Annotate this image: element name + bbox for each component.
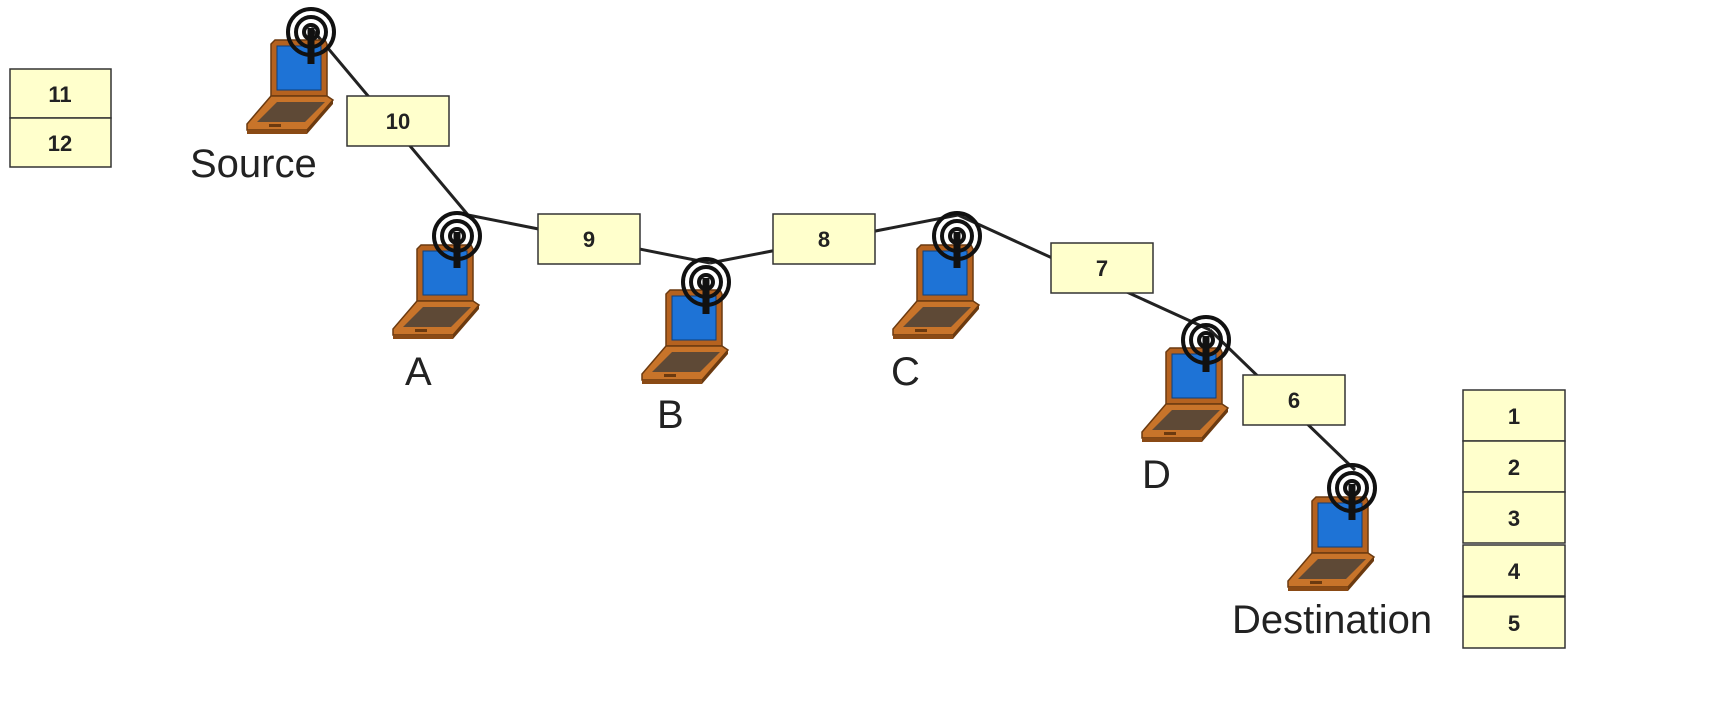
node-label-c: C bbox=[891, 350, 920, 394]
node-label-destination: Destination bbox=[1232, 598, 1432, 642]
svg-text:2: 2 bbox=[1508, 455, 1520, 480]
svg-text:3: 3 bbox=[1508, 506, 1520, 531]
queued-packet: 11 bbox=[9, 68, 112, 119]
node-label-a: A bbox=[405, 350, 432, 394]
received-packet: 4 bbox=[1462, 544, 1566, 597]
node-b: B bbox=[641, 257, 731, 437]
node-c: C bbox=[891, 211, 982, 394]
node-destination: Destination bbox=[1232, 463, 1432, 642]
svg-text:11: 11 bbox=[48, 82, 71, 107]
svg-text:1: 1 bbox=[1508, 404, 1520, 429]
svg-text:7: 7 bbox=[1096, 256, 1108, 281]
svg-text:10: 10 bbox=[386, 109, 410, 134]
packet-in-flight: 7 bbox=[1050, 242, 1154, 294]
svg-text:4: 4 bbox=[1508, 559, 1521, 584]
queued-packet: 12 bbox=[9, 117, 112, 168]
received-packet: 2 bbox=[1462, 440, 1566, 493]
node-a: A bbox=[392, 211, 482, 394]
node-d: D bbox=[1141, 315, 1231, 497]
packet-in-flight: 10 bbox=[346, 95, 450, 147]
received-packet: 1 bbox=[1462, 389, 1566, 442]
node-label-b: B bbox=[657, 393, 684, 437]
svg-text:12: 12 bbox=[48, 131, 72, 156]
svg-text:6: 6 bbox=[1288, 388, 1300, 413]
svg-text:9: 9 bbox=[583, 227, 595, 252]
in-flight-packets: 10 9 8 7 6 bbox=[346, 95, 1346, 426]
source-queue: 11 12 bbox=[9, 68, 112, 168]
packet-in-flight: 6 bbox=[1242, 374, 1346, 426]
destination-received-stack: 1 2 3 4 5 bbox=[1462, 389, 1566, 649]
node-label-source: Source bbox=[190, 142, 317, 186]
node-source: Source bbox=[190, 7, 336, 186]
received-packet: 5 bbox=[1462, 596, 1566, 649]
received-packet: 3 bbox=[1462, 491, 1566, 544]
svg-text:5: 5 bbox=[1508, 611, 1520, 636]
packet-in-flight: 9 bbox=[537, 213, 641, 265]
packet-in-flight: 8 bbox=[772, 213, 876, 265]
node-label-d: D bbox=[1142, 453, 1171, 497]
svg-text:8: 8 bbox=[818, 227, 830, 252]
